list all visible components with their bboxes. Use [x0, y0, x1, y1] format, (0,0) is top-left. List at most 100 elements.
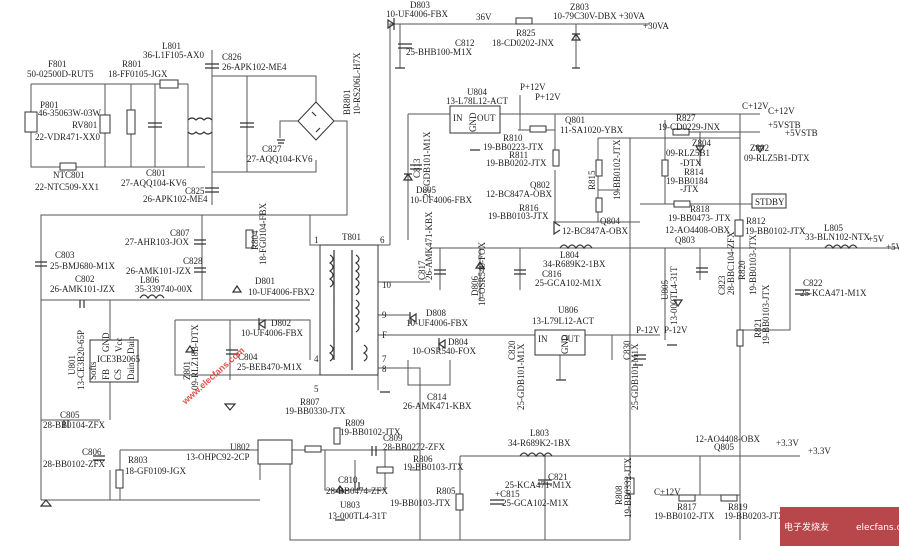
label-r820: R820	[737, 260, 747, 280]
resistor-r819	[720, 494, 738, 502]
label-d802: D802	[271, 318, 291, 328]
resistor-r805	[455, 493, 464, 511]
label-c816v: 25-GCA102-M1X	[535, 278, 602, 288]
resistor-r821	[736, 329, 744, 347]
label-r810v: 19-BB0223-JTX	[483, 142, 544, 152]
component-labels: F80150-02500D-RUT5R80118-FF0105-JGXL8013…	[27, 0, 899, 521]
label-r809v: 19-BB0102-JTX	[340, 427, 401, 437]
label-c830v: 25-GDB101-M1X	[630, 343, 640, 410]
label-u804: U804	[467, 87, 487, 97]
label-pp12b: P+12V	[535, 92, 561, 102]
label-c803: C803	[55, 250, 75, 260]
label-c828: C828	[183, 256, 203, 266]
label-r801v: 18-FF0105-JGX	[108, 69, 168, 79]
controller-ic-u801	[89, 339, 139, 383]
label-u802: U802	[230, 442, 250, 452]
label-r820v: 19-BB0103-JTX	[748, 234, 758, 295]
label-r805v: 19-BB0103-JTX	[390, 498, 451, 508]
label-u806in: IN	[538, 334, 548, 344]
label-r809: R809	[345, 418, 365, 428]
label-l804: L804	[560, 250, 579, 260]
label-r816v: 19-BB0103-JTX	[488, 211, 549, 221]
label-z804v2: -DTX	[680, 158, 702, 168]
label-c805v: 28-BB0104-ZFX	[43, 420, 106, 430]
label-pm12b: P-12V	[664, 325, 688, 335]
label-q801v: 11-SA1020-YBX	[560, 125, 624, 135]
label-br801: BR801	[342, 89, 352, 115]
label-p30va: +30VA	[643, 21, 669, 31]
label-p801v: 46-35063W-03W	[38, 108, 101, 118]
label-u801p7: Vcc	[114, 338, 124, 353]
logo-cn: 电子发烧友	[784, 521, 829, 533]
label-pp12a: P+12V	[520, 82, 546, 92]
label-c823: C823	[717, 275, 727, 295]
label-l803: L803	[530, 428, 549, 438]
label-c826: C826	[222, 52, 242, 62]
label-l806v: 35-339740-00X	[135, 284, 193, 294]
transformer-t801	[319, 244, 379, 376]
label-l801: L801	[162, 41, 181, 51]
label-u805v: 13-000TL4-31T	[669, 266, 679, 325]
label-f801v: 50-02500D-RUT5	[27, 69, 94, 79]
label-c806: C806	[82, 447, 102, 457]
label-u802v: 13-OHPC92-2CP	[186, 452, 250, 462]
resistor-r818	[673, 200, 691, 208]
resistor-r817	[678, 494, 696, 502]
label-u804gnd: GND	[468, 112, 478, 132]
label-c825v: 26-APK102-ME4	[143, 194, 208, 204]
resistor-r815	[595, 159, 603, 177]
resistor-r812	[734, 219, 744, 237]
label-q802: Q802	[530, 180, 550, 190]
label-c817v: 26-AMK471-KBX	[424, 211, 434, 280]
label-r819: R819	[728, 502, 748, 512]
label-l803v: 34-R689K2-1BX	[508, 438, 571, 448]
regulator-u804	[449, 105, 501, 134]
label-c813: C813	[412, 158, 422, 178]
label-c810: C810	[338, 475, 358, 485]
label-c804: C804	[238, 352, 258, 362]
label-f801: F801	[48, 59, 67, 69]
label-r818v: 19-BB0473- JTX	[668, 213, 731, 223]
label-t5: 5	[314, 384, 319, 394]
label-r814v: 19-BB0184	[666, 176, 709, 186]
label-u804v: 13-L78L12-ACT	[446, 96, 508, 106]
resistor-r804	[245, 229, 254, 249]
stdby-box	[751, 193, 787, 209]
label-p5a: +5V	[868, 234, 885, 244]
resistor-r827	[672, 128, 690, 136]
label-u801p5: Dain	[126, 362, 136, 380]
label-t4: 4	[314, 354, 319, 364]
label-r816: R816	[519, 203, 539, 213]
label-r817: R817	[677, 502, 697, 512]
label-r806v: 19-BB0103-JTX	[403, 462, 464, 472]
ntc-ntc801	[59, 162, 77, 171]
label-d801v: 10-UF4006-FBX2	[248, 287, 315, 297]
resistor-r808	[626, 477, 635, 495]
label-u801chip: ICE3B2065	[97, 354, 141, 364]
label-t7: 7	[382, 354, 387, 364]
label-c826v: 26-APK102-ME4	[222, 62, 287, 72]
label-c12a: C+12V	[742, 101, 769, 111]
label-ntc801: NTC801	[53, 170, 85, 180]
label-z801: Z801	[182, 361, 192, 380]
label-q801: Q801	[565, 115, 585, 125]
label-c801v: 27-AQQ104-KV6	[121, 178, 187, 188]
label-c801: C801	[146, 168, 166, 178]
label-r805: R805	[436, 486, 456, 496]
label-r827: R827	[676, 113, 696, 123]
label-r811: R811	[509, 150, 528, 160]
regulator-u806	[534, 329, 586, 356]
resistor-r814	[661, 159, 669, 177]
label-c816: C816	[542, 269, 562, 279]
resistor-r803	[115, 469, 124, 489]
label-c813v: 25-GDB101-M1X	[422, 131, 432, 198]
label-c828v: 26-AMK101-JZX	[126, 266, 191, 276]
label-r814v2: -JTX	[680, 184, 699, 194]
label-c814v: 26-AMK471-KBX	[403, 401, 472, 411]
label-d801: D801	[255, 276, 275, 286]
label-r807v: 19-BB0330-JTX	[285, 406, 346, 416]
label-c12b: C+12V	[768, 106, 795, 116]
label-rv801: RV801	[72, 120, 97, 130]
label-z804v: 09-RLZ5B1	[666, 148, 710, 158]
